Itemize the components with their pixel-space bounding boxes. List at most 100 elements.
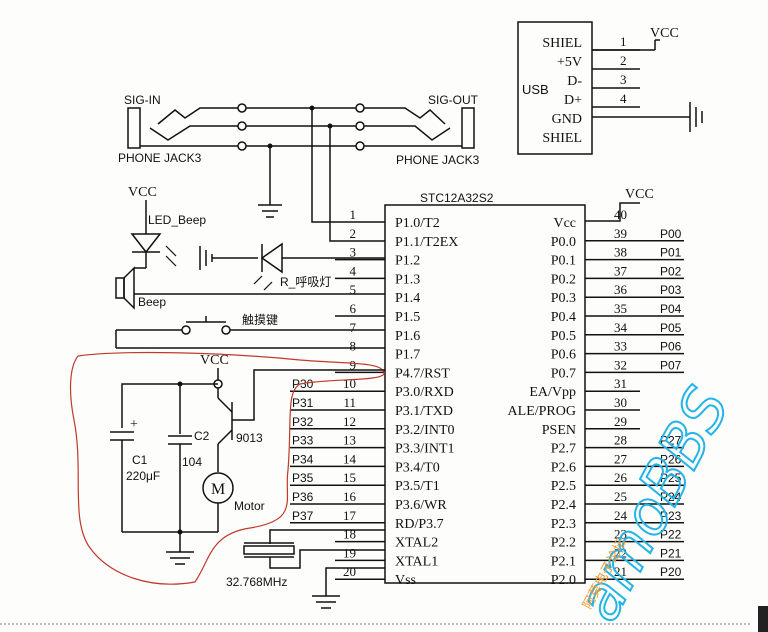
mcu-name: STC12A32S2: [420, 191, 494, 205]
usb-pin-number: 3: [620, 72, 627, 87]
motor-ground-symbol: [166, 551, 194, 565]
mcu-pin-name: Vcc: [553, 216, 576, 231]
port3-net-label: P30: [292, 377, 314, 391]
mcu-pin-name: P3.0/RXD: [395, 385, 454, 400]
mcu-pin-number: 27: [614, 451, 628, 466]
touch-key-section: 触摸键: [115, 313, 385, 349]
mcu-pin-number: 20: [343, 564, 356, 579]
c2-value: 104: [182, 455, 202, 469]
usb-pin-name: GND: [552, 112, 582, 127]
mcu-pin-name: P1.3: [395, 272, 420, 287]
c1-value: 220μF: [126, 469, 160, 483]
port3-net-label: P32: [292, 415, 314, 429]
mcu-pin-number: 33: [614, 339, 627, 354]
mcu-pin-number: 8: [350, 339, 357, 354]
mcu-pin-number: 16: [343, 489, 357, 504]
mcu-pin-number: 19: [343, 545, 356, 560]
phone-jack-right-icon: [461, 107, 475, 149]
mcu-net-label: P02: [660, 264, 682, 278]
mcu-pin-name: P1.0/T2: [395, 216, 440, 231]
mcu-pin-name: P2.1: [551, 554, 576, 569]
mcu-pin-number: 28: [614, 433, 627, 448]
mcu-pin-name: P2.0: [551, 573, 576, 588]
mcu-pin-number: 13: [343, 433, 356, 448]
mcu-pin-number: 36: [614, 282, 628, 297]
mcu-pin-name: P2.5: [551, 479, 576, 494]
mcu-pin-number: 2: [350, 226, 357, 241]
port3-net-label: P31: [292, 396, 314, 410]
mcu-pin-number: 32: [614, 357, 627, 372]
port3-net-label: P36: [292, 490, 314, 504]
mcu-pin-name: P2.2: [551, 536, 576, 551]
mcu-pin-number: 21: [614, 564, 627, 579]
mcu-pin-name: ALE/PROG: [508, 404, 576, 419]
buzzer-icon: [115, 266, 135, 310]
mcu-pin-name: P2.7: [551, 442, 576, 457]
mcu-pin-number: 12: [343, 414, 356, 429]
mcu-pin-number: 22: [614, 545, 627, 560]
mcu-pin-name: P3.6/WR: [395, 498, 447, 513]
mcu-pin-number: 4: [350, 263, 357, 278]
mcu-pin-number: 14: [343, 451, 357, 466]
usb-label: USB: [522, 82, 549, 97]
mcu-pin-name: P1.2: [395, 254, 420, 269]
mcu-pin-name: P3.5/T1: [395, 479, 440, 494]
mcu-pin-name: PSEN: [542, 423, 576, 438]
touch-key-contact: [221, 325, 231, 335]
mcu-pin-name: P3.2/INT0: [395, 423, 455, 438]
mcu-pin-number: 10: [343, 376, 356, 391]
mcu-pin-name: P1.7: [395, 348, 420, 363]
mcu-pin-number: 30: [614, 395, 627, 410]
jack-contacts: [237, 103, 365, 151]
touch-key-label: 触摸键: [242, 313, 278, 327]
transistor-label: 9013: [236, 431, 263, 445]
mcu-pin-name: P3.4/T0: [395, 460, 440, 475]
mcu-pin-name: P3.3/INT1: [395, 442, 455, 457]
mcu-pin-name: XTAL1: [395, 554, 438, 569]
mcu-net-label: P27: [660, 434, 682, 448]
mcu-net-label: P07: [660, 358, 682, 372]
mcu-pin-number: 23: [614, 527, 627, 542]
vss-ground-symbol: [312, 595, 340, 609]
breathing-led-section: R_呼吸灯: [199, 242, 385, 291]
mcu-pin-name: P0.2: [551, 272, 576, 287]
mcu-pin-name: P0.1: [551, 254, 576, 269]
mcu-pin-number: 3: [350, 245, 357, 260]
phone-jack-left-icon: [127, 107, 141, 149]
mcu-pin-number: 37: [614, 263, 628, 278]
breath-led-icon: [260, 242, 283, 274]
mcu-pin-number: 5: [350, 282, 357, 297]
mcu-pin-number: 25: [614, 489, 627, 504]
led-beep-label: LED_Beep: [148, 213, 206, 227]
mcu-net-label: P03: [660, 283, 682, 297]
usb-ground-symbol: [689, 102, 703, 132]
vcc-motor-label: VCC: [200, 353, 229, 368]
mcu-pin-number: 31: [614, 376, 627, 391]
mcu-pin-name: EA/Vpp: [529, 385, 576, 400]
motor-symbol: M: [211, 481, 225, 498]
mcu-chip: STC12A32S2 P1.0/T21P1.1/T2EX2P1.23P1.34P…: [290, 187, 684, 588]
mcu-net-label: P00: [660, 227, 682, 241]
beep-section: VCC LED_Beep Beep: [115, 185, 385, 310]
motor-driver-section: VCC 9013 M Motor + C2 104 C1 220μF: [69, 351, 385, 585]
mcu-pin-number: 6: [350, 301, 357, 316]
jack-ground-symbol: [258, 204, 282, 218]
mcu-net-label: P25: [660, 471, 682, 485]
mcu-pin-number: 1: [350, 207, 357, 222]
mcu-pin-name: P2.4: [551, 498, 576, 513]
mcu-net-label: P06: [660, 340, 682, 354]
crystal-label: 32.768MHz: [226, 575, 287, 589]
usb-pin-name: +5V: [557, 55, 582, 70]
mcu-net-label: P22: [660, 528, 682, 542]
usb-pin-number: 1: [620, 34, 627, 49]
motor-label: Motor: [234, 499, 265, 513]
mcu-pin-number: 38: [614, 245, 627, 260]
breath-ground-symbol: [199, 246, 213, 270]
mcu-pin-number: 29: [614, 414, 627, 429]
port3-net-label: P35: [292, 471, 314, 485]
